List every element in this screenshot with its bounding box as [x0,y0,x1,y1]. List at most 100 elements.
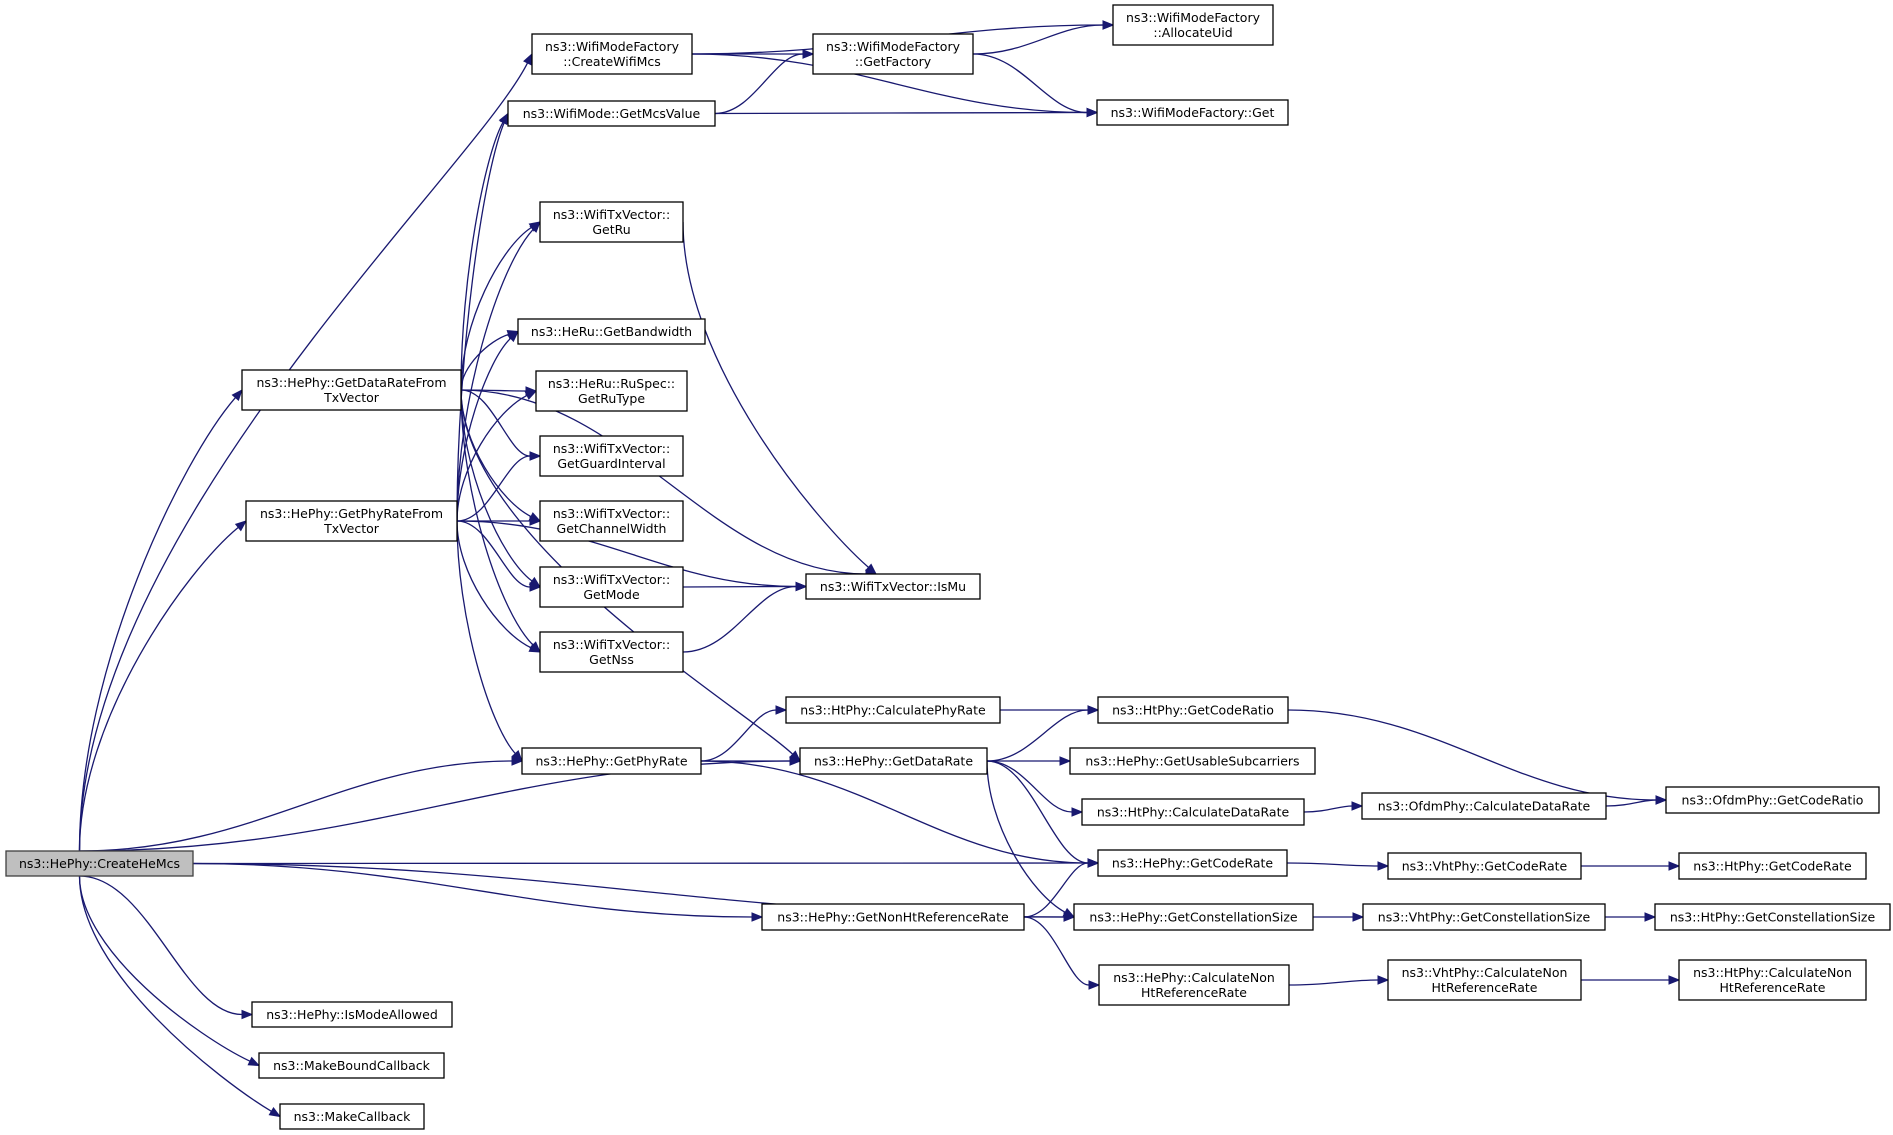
node-he-get-constellation-size[interactable]: ns3::HePhy::GetConstellationSize [1073,903,1314,931]
edge-ofdm-calculate-data-rate-to-ofdm-get-code-ratio [1605,795,1668,807]
arrowhead-icon [247,1056,261,1067]
arrowhead-icon [1088,980,1101,990]
node-label: ::GetFactory [855,54,932,69]
edge-line [682,585,797,588]
edge-line [682,221,869,568]
edge-line [714,111,1088,115]
node-create-wifi-mcs[interactable]: ns3::WifiModeFactory::CreateWifiMcs [531,33,693,75]
edge-get-phy-rate-to-calculate-phy-rate [700,705,788,762]
node-get-usable-subcarriers[interactable]: ns3::HePhy::GetUsableSubcarriers [1069,747,1316,775]
edge-line [460,389,534,646]
node-label: ns3::HeRu::RuSpec:: [548,376,675,391]
arrowhead-icon [802,49,815,59]
node-ht-calculate-data-rate[interactable]: ns3::HtPhy::CalculateDataRate [1081,798,1305,826]
node-create-he-mcs[interactable]: ns3::HePhy::CreateHeMcs [5,850,194,877]
node-ofdm-get-code-ratio[interactable]: ns3::OfdmPhy::GetCodeRatio [1665,786,1880,814]
edge-get-phy-rate-from-tx-vector-to-get-ru [456,221,541,522]
node-label: ns3::WifiModeFactory [1126,10,1261,25]
node-calculate-phy-rate[interactable]: ns3::HtPhy::CalculatePhyRate [785,696,1001,724]
node-make-bound-callback[interactable]: ns3::MakeBoundCallback [258,1052,445,1079]
edge-create-he-mcs-to-get-non-ht-reference-rate [192,862,764,922]
edge-line [460,389,532,518]
node-get-mode[interactable]: ns3::WifiTxVector::GetMode [539,566,684,608]
edge-get-phy-rate-from-tx-vector-to-get-nss [456,520,542,653]
node-vht-get-code-rate[interactable]: ns3::VhtPhy::GetCodeRate [1387,852,1582,880]
node-box [245,500,458,542]
node-get-guard-interval[interactable]: ns3::WifiTxVector::GetGuardInterval [539,435,684,477]
node-box [1081,798,1305,826]
node-get-data-rate[interactable]: ns3::HePhy::GetDataRate [799,747,988,775]
edge-get-phy-rate-from-tx-vector-to-get-phy-rate [456,520,523,762]
node-he-get-code-rate[interactable]: ns3::HePhy::GetCodeRate [1097,849,1288,877]
edge-get-data-rate-from-tx-vector-to-is-mu [460,389,878,579]
arrowhead-icon [523,52,533,66]
node-ht-get-code-ratio[interactable]: ns3::HtPhy::GetCodeRatio [1097,696,1289,724]
node-vht-get-constellation-size[interactable]: ns3::VhtPhy::GetConstellationSize [1362,903,1606,931]
node-is-mode-allowed[interactable]: ns3::HePhy::IsModeAllowed [251,1001,453,1028]
node-make-callback[interactable]: ns3::MakeCallback [279,1103,425,1130]
node-label: ns3::WifiModeFactory [826,39,961,54]
node-get-bandwidth[interactable]: ns3::HeRu::GetBandwidth [517,318,706,345]
node-ofdm-calculate-data-rate[interactable]: ns3::OfdmPhy::CalculateDataRate [1361,792,1607,820]
node-label: ns3::WifiTxVector::IsMu [820,579,966,594]
arrowhead-icon [1086,107,1099,118]
node-is-mu[interactable]: ns3::WifiTxVector::IsMu [805,573,981,600]
node-get-non-ht-reference-rate[interactable]: ns3::HePhy::GetNonHtReferenceRate [761,903,1025,931]
node-allocate-uid[interactable]: ns3::WifiModeFactory::AllocateUid [1112,4,1274,46]
node-get-nss[interactable]: ns3::WifiTxVector::GetNss [539,631,684,673]
edge-get-mode-to-is-mu [682,581,808,592]
node-get-mcs-value[interactable]: ns3::WifiMode::GetMcsValue [507,100,716,127]
node-box [1387,852,1582,880]
node-label: ns3::HtPhy::GetCodeRate [1693,859,1852,874]
node-label: ns3::WifiTxVector:: [553,506,670,521]
node-box [539,435,684,477]
node-label: ns3::HePhy::GetDataRate [814,754,973,769]
node-get-ru[interactable]: ns3::WifiTxVector::GetRu [539,201,684,243]
edge-get-non-ht-reference-rate-to-he-get-code-rate [1023,858,1100,918]
node-ht-get-constellation-size[interactable]: ns3::HtPhy::GetConstellationSize [1654,903,1891,931]
node-box [241,369,462,411]
edge-vht-calculate-non-ht-to-ht-calculate-non-ht [1581,975,1681,985]
edge-line [986,760,1073,813]
edge-create-he-mcs-to-make-callback [78,875,282,1118]
node-label: ns3::MakeCallback [294,1109,412,1124]
node-ht-get-code-rate[interactable]: ns3::HtPhy::GetCodeRate [1678,852,1867,880]
edge-line [986,760,1089,864]
node-box [799,747,988,775]
node-box [535,370,688,412]
node-label: HtReferenceRate [1720,980,1826,995]
node-box [812,33,974,75]
edge-get-phy-rate-from-tx-vector-to-get-mode [456,520,542,592]
edge-get-data-rate-to-get-usable-subcarriers [987,756,1072,766]
node-box [5,850,194,877]
edge-get-factory-to-allocate-uid [972,20,1115,55]
node-get-ru-type[interactable]: ns3::HeRu::RuSpec::GetRuType [535,370,688,412]
node-label: ns3::HePhy::GetPhyRate [535,754,687,769]
edge-line [986,760,1066,913]
node-label: ns3::WifiTxVector:: [553,207,670,222]
node-label: ns3::HePhy::GetPhyRateFrom [260,506,443,521]
node-get-channel-width[interactable]: ns3::WifiTxVector::GetChannelWidth [539,500,684,542]
arrowhead-icon [1352,912,1365,922]
node-box [1069,747,1316,775]
node-box [805,573,981,600]
node-label: ns3::HtPhy::GetConstellationSize [1670,910,1876,925]
edge-line [1288,979,1379,986]
edges-layer [78,20,1681,1118]
node-get-factory[interactable]: ns3::WifiModeFactory::GetFactory [812,33,974,75]
node-label: TxVector [323,390,380,405]
arrowhead-icon [528,643,542,653]
node-get-phy-rate[interactable]: ns3::HePhy::GetPhyRate [521,747,702,775]
node-box [507,100,716,127]
edge-get-data-rate-from-tx-vector-to-get-mode [460,389,542,588]
node-factory-get[interactable]: ns3::WifiModeFactory::Get [1096,99,1289,126]
node-box [279,1103,425,1130]
edge-line [1286,862,1379,867]
edge-get-data-rate-to-ht-calculate-data-rate [986,760,1084,817]
edge-line [456,394,528,522]
